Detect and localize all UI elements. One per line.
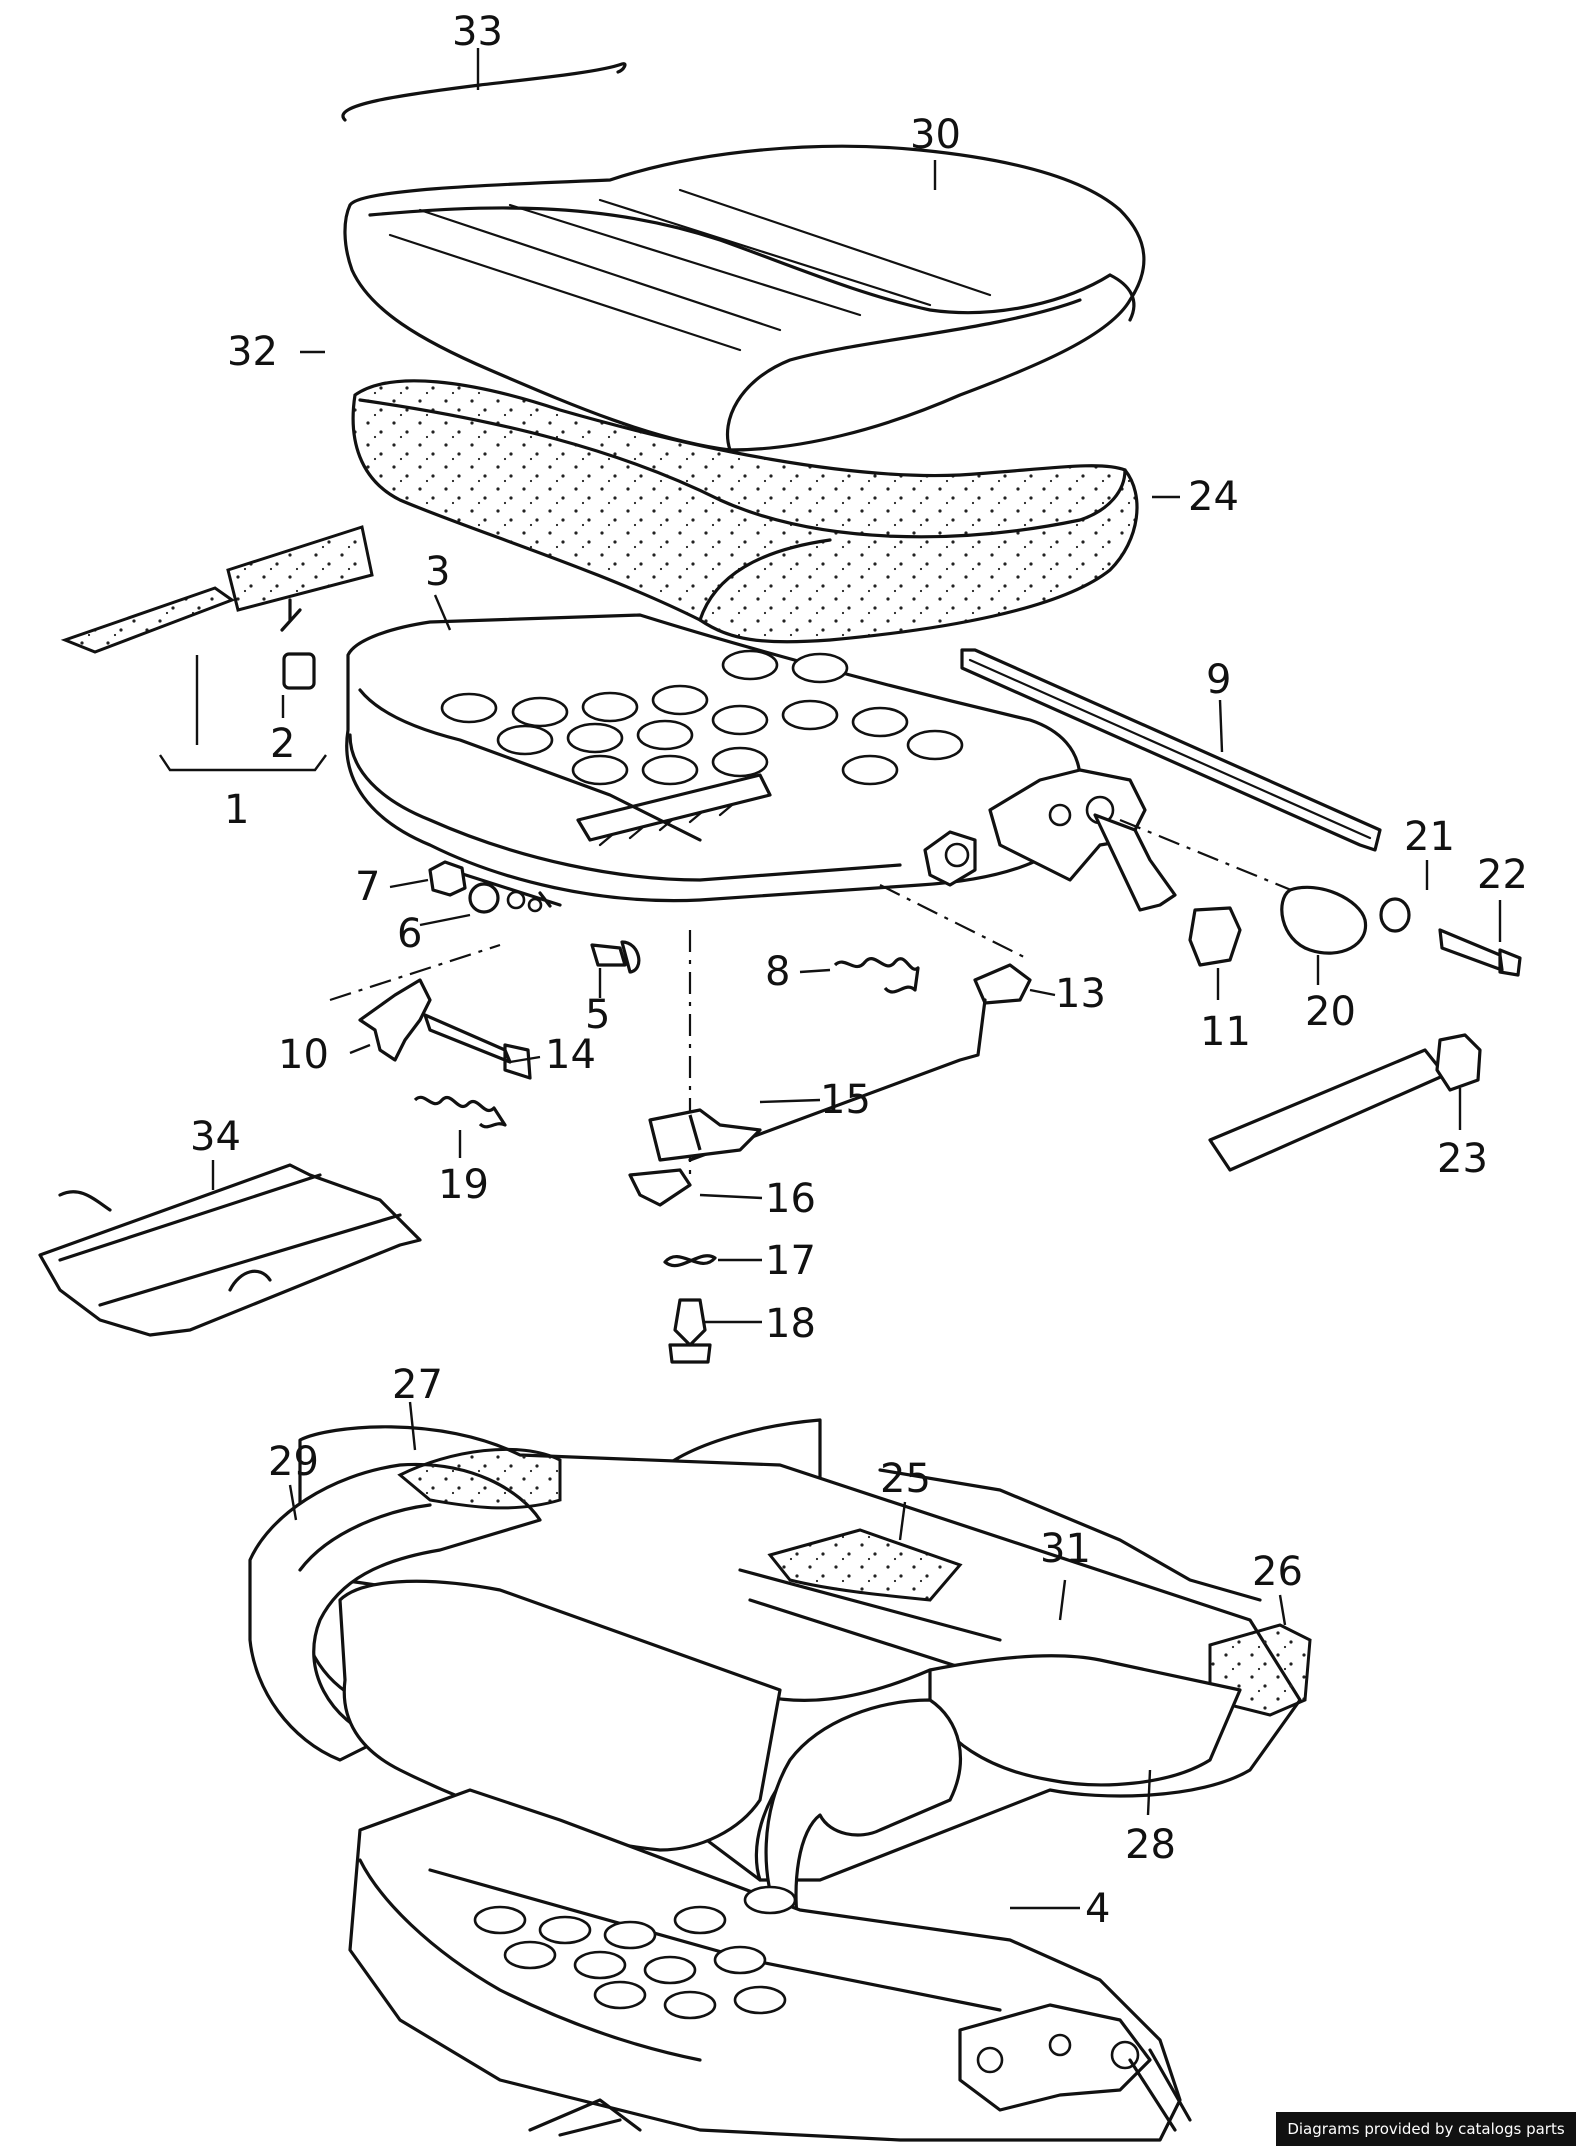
nut-part-7: [428, 860, 467, 897]
washer-part-21: [1379, 897, 1411, 933]
callout-11: 11: [1200, 1009, 1251, 1055]
callout-6: 6: [397, 911, 422, 957]
callout-labels: 33 30 32 24 3 9 2 1 21 22 7 6 5 8 13 10 …: [190, 9, 1528, 1932]
callout-14: 14: [545, 1032, 596, 1078]
callout-30: 30: [910, 112, 961, 158]
side-bolster-part-29: [248, 1462, 542, 1762]
rail-part-9: [960, 648, 1382, 852]
callout-28: 28: [1125, 1822, 1176, 1868]
bolt-part-14: [423, 1013, 532, 1080]
seat-frame-part-4: [348, 1788, 1192, 2142]
seat-cover-part-30: [343, 144, 1146, 452]
bracket-1: [159, 754, 327, 772]
assembly-line-d: [329, 943, 501, 1002]
callout-2: 2: [270, 721, 295, 767]
clip-part-13: [973, 963, 1032, 1005]
foam-insert-part-25: [767, 1528, 963, 1602]
callout-25: 25: [880, 1456, 931, 1502]
callout-13: 13: [1055, 971, 1106, 1017]
spring-part-8: [833, 957, 920, 994]
callout-32: 32: [227, 329, 278, 375]
seat-frame-part-3: [345, 613, 1177, 913]
spring-clip-part-17: [663, 1254, 717, 1268]
latch-part-10: [358, 978, 432, 1062]
clip-part-11: [1188, 906, 1242, 967]
callout-27: 27: [392, 1362, 443, 1408]
callout-1: 1: [224, 787, 249, 833]
rod-part-15: [688, 998, 987, 1162]
callout-34: 34: [190, 1114, 241, 1160]
callout-4: 4: [1085, 1886, 1110, 1932]
callout-22: 22: [1477, 852, 1528, 898]
callout-3: 3: [425, 549, 450, 595]
leader-lines: [211, 48, 1502, 1910]
callout-33: 33: [452, 9, 503, 55]
credit-footer: Diagrams provided by catalogs parts: [1276, 2112, 1576, 2146]
callout-31: 31: [1040, 1526, 1091, 1572]
callout-24: 24: [1188, 474, 1239, 520]
callout-5: 5: [585, 992, 610, 1038]
clip-part-2: [282, 652, 316, 690]
callout-10: 10: [278, 1032, 329, 1078]
cushion-block-part-30-lower: [338, 1579, 782, 1852]
callout-15: 15: [820, 1077, 871, 1123]
callout-8: 8: [765, 949, 790, 995]
callout-16: 16: [765, 1176, 816, 1222]
clip-part-6: [468, 882, 500, 914]
foam-pad-part-24: [351, 379, 1139, 644]
callout-9: 9: [1206, 657, 1231, 703]
callout-29: 29: [268, 1439, 319, 1485]
screw-part-18: [668, 1298, 712, 1364]
bracket-part-16: [628, 1168, 692, 1207]
callout-20: 20: [1305, 989, 1356, 1035]
assembly-line-b: [879, 884, 1031, 961]
callout-23: 23: [1437, 1136, 1488, 1182]
callout-7: 7: [355, 864, 380, 910]
callout-21: 21: [1404, 814, 1455, 860]
trim-panel-part-34: [38, 1163, 422, 1337]
callout-19: 19: [438, 1162, 489, 1208]
side-trim-part-1: [60, 525, 374, 654]
screw-part-5: [590, 940, 641, 974]
stirrup-part-15: [648, 1108, 762, 1162]
bushing-part-20: [1280, 885, 1368, 955]
callout-17: 17: [765, 1238, 816, 1284]
wire-part-33: [341, 62, 627, 122]
side-bolster-part-28: [928, 1654, 1242, 1787]
cover-strip-part-23: [1208, 1048, 1447, 1172]
callout-18: 18: [765, 1301, 816, 1347]
callout-26: 26: [1252, 1549, 1303, 1595]
end-cap-part-23: [1435, 1033, 1482, 1092]
spring-part-19: [413, 1095, 507, 1129]
foam-insert-part-27: [397, 1447, 562, 1510]
bolt-part-22: [1438, 928, 1522, 977]
